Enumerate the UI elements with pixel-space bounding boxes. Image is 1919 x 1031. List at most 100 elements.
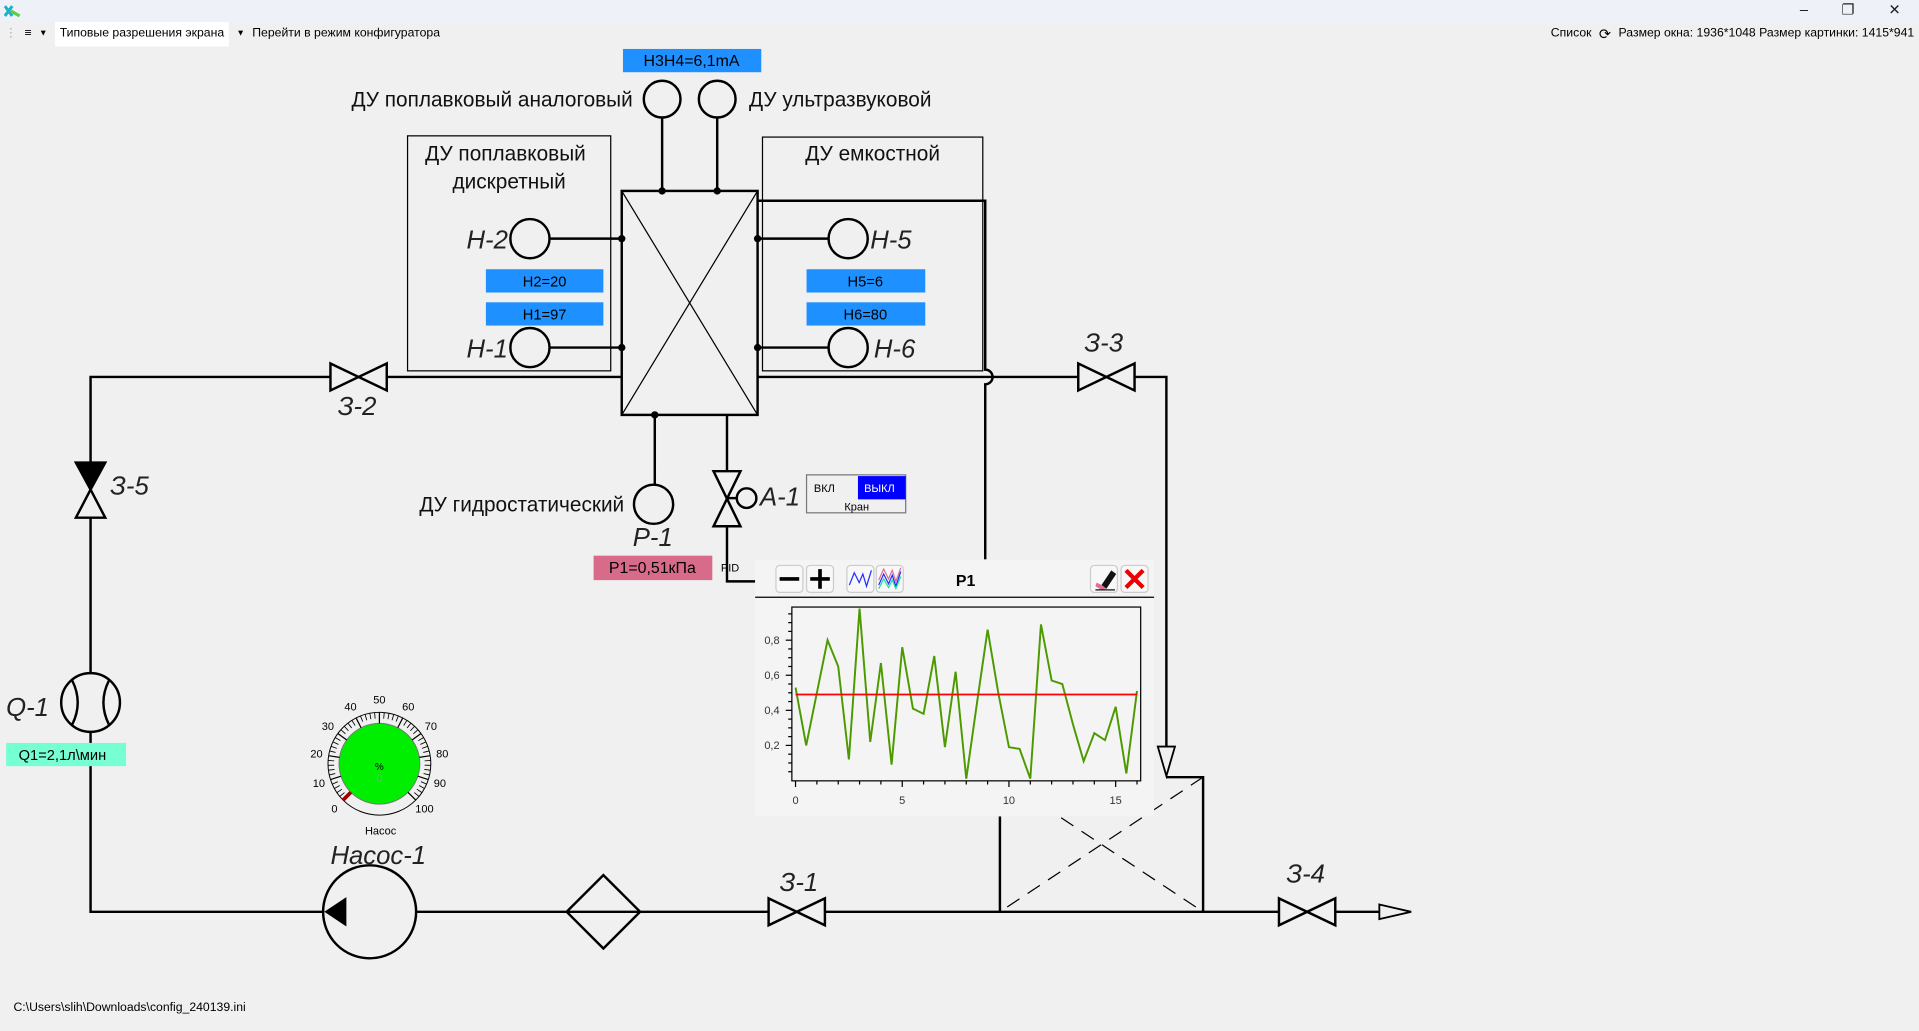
gauge-tick-label: 10 <box>313 778 325 790</box>
pump-tag: Насос-1 <box>330 842 426 870</box>
sensor-h6[interactable] <box>827 326 869 369</box>
gauge-tick <box>424 768 431 771</box>
close-window-button[interactable]: ✕ <box>1888 1 1901 19</box>
gauge-tick <box>340 729 346 735</box>
gauge-tick <box>330 745 337 749</box>
list-button[interactable]: Список <box>1550 26 1592 41</box>
junction-dot <box>713 187 721 195</box>
sensor-h2[interactable] <box>509 217 551 260</box>
flowmeter-q1[interactable] <box>59 671 122 734</box>
tank[interactable] <box>620 189 759 417</box>
trend-button[interactable] <box>846 564 875 593</box>
gauge-tick <box>410 725 415 731</box>
valve-z2[interactable] <box>329 361 388 393</box>
h6-value-badge <box>806 302 926 326</box>
pipe-sensor-links <box>549 237 829 349</box>
configurator-mode-button[interactable]: Перейти в режим конфигуратора <box>252 26 441 41</box>
gauge-tick <box>332 741 339 745</box>
h5-tag: H-5 <box>870 226 912 254</box>
sensor-h1[interactable] <box>509 326 551 369</box>
toolbar-grip: ⋮ <box>4 26 18 41</box>
resolution-dropdown[interactable]: Типовые разрешения экрана <box>54 22 230 47</box>
ultrasonic-label: ДУ ультразвуковой <box>749 88 931 111</box>
maximize-button[interactable]: ❐ <box>1841 1 1855 19</box>
float-discrete-box <box>406 135 612 372</box>
gauge-tick <box>414 792 420 797</box>
minimize-button[interactable]: – <box>1799 1 1809 19</box>
valve-z3-tag: З-3 <box>1084 329 1123 357</box>
multi-trend-icon <box>878 571 902 589</box>
pipe-main-top <box>89 375 1168 914</box>
x-tick-label: 5 <box>899 795 905 807</box>
sensor-p1[interactable] <box>632 483 675 526</box>
valve-z4[interactable] <box>1277 896 1337 928</box>
gauge-tick-label: 30 <box>322 721 334 733</box>
float-discrete-label: ДУ поплавковый <box>425 142 586 165</box>
gauge-tick <box>329 750 336 753</box>
gauge-tick <box>421 745 428 749</box>
clear-button[interactable] <box>1089 564 1119 593</box>
valve-switch[interactable]: ВКЛ ВЫКЛ Кран <box>805 474 907 514</box>
gauge-tick <box>355 717 362 729</box>
float-discrete-label-2: дискретный <box>453 170 566 193</box>
gauge-tick <box>347 722 352 729</box>
x-tick-label: 0 <box>792 795 798 807</box>
filter[interactable] <box>564 873 642 951</box>
gauge-tick <box>411 733 422 741</box>
switch-on-label[interactable]: ВКЛ <box>814 483 835 495</box>
valve-z4-tag: З-4 <box>1286 860 1325 888</box>
pid-label: PID <box>721 563 739 575</box>
pump-1[interactable] <box>321 864 418 960</box>
menu-dropdown-icon[interactable]: ▼ <box>38 29 48 38</box>
resolution-chevron-icon[interactable]: ▼ <box>236 29 245 38</box>
refresh-icon[interactable]: ⟳ <box>1598 25 1612 43</box>
junction-dot <box>651 411 659 419</box>
gauge-tick <box>343 725 349 731</box>
valve-z5[interactable] <box>73 461 108 519</box>
gauge-tick <box>330 775 342 781</box>
valve-a1[interactable] <box>711 469 758 528</box>
valve-z1[interactable] <box>767 896 827 928</box>
p1-tag: P-1 <box>633 524 673 552</box>
x-tick-label: 15 <box>1110 795 1122 807</box>
plus-icon <box>810 569 830 589</box>
h1-value-badge <box>485 302 604 326</box>
switch-off-active <box>857 476 906 500</box>
sensor-float-analog[interactable] <box>642 79 682 119</box>
zoom-in-button[interactable] <box>805 564 835 593</box>
h3h4-value: H3H4=6,1mA <box>644 53 740 70</box>
gauge-tick <box>332 781 339 785</box>
sensor-ultrasonic[interactable] <box>697 79 737 119</box>
switch-off-label[interactable]: ВЫКЛ <box>864 483 895 495</box>
gauge-tick <box>337 733 348 741</box>
sensor-h5[interactable] <box>827 217 869 260</box>
menu-button[interactable]: ≡ <box>24 26 32 41</box>
zoom-out-button[interactable] <box>775 564 804 593</box>
switch-caption: Кран <box>844 501 869 513</box>
gauge-tick <box>351 720 356 726</box>
capacitive-label: ДУ емкостной <box>805 142 940 165</box>
hydrostatic-label: ДУ гидростатический <box>419 494 624 517</box>
gauge-tick <box>397 717 404 729</box>
pipe-top-sensors <box>660 117 719 191</box>
gauge-tick <box>360 715 364 722</box>
gauge-tick <box>406 722 412 729</box>
gauge-tick <box>369 713 372 720</box>
valve-z3[interactable] <box>1077 361 1136 393</box>
capacitive-box <box>761 136 984 372</box>
gauge-tick-label: 50 <box>373 695 385 707</box>
multi-trend-button[interactable] <box>875 564 904 593</box>
gauge-tick <box>336 788 343 793</box>
gauge-tick-label: 70 <box>425 721 437 733</box>
p1-value: P1=0,51кПа <box>609 560 696 577</box>
trend-icon <box>848 570 873 589</box>
close-chart-button[interactable] <box>1120 564 1149 593</box>
toolbar: ⋮ ≡ ▼ Типовые разрешения экрана ▼ Перейт… <box>0 22 1919 47</box>
q1-tag: Q-1 <box>6 694 49 722</box>
gauge-tick <box>387 713 390 720</box>
title-bar: – ❐ ✕ <box>0 0 1919 23</box>
receiver-tank[interactable] <box>998 775 1205 913</box>
